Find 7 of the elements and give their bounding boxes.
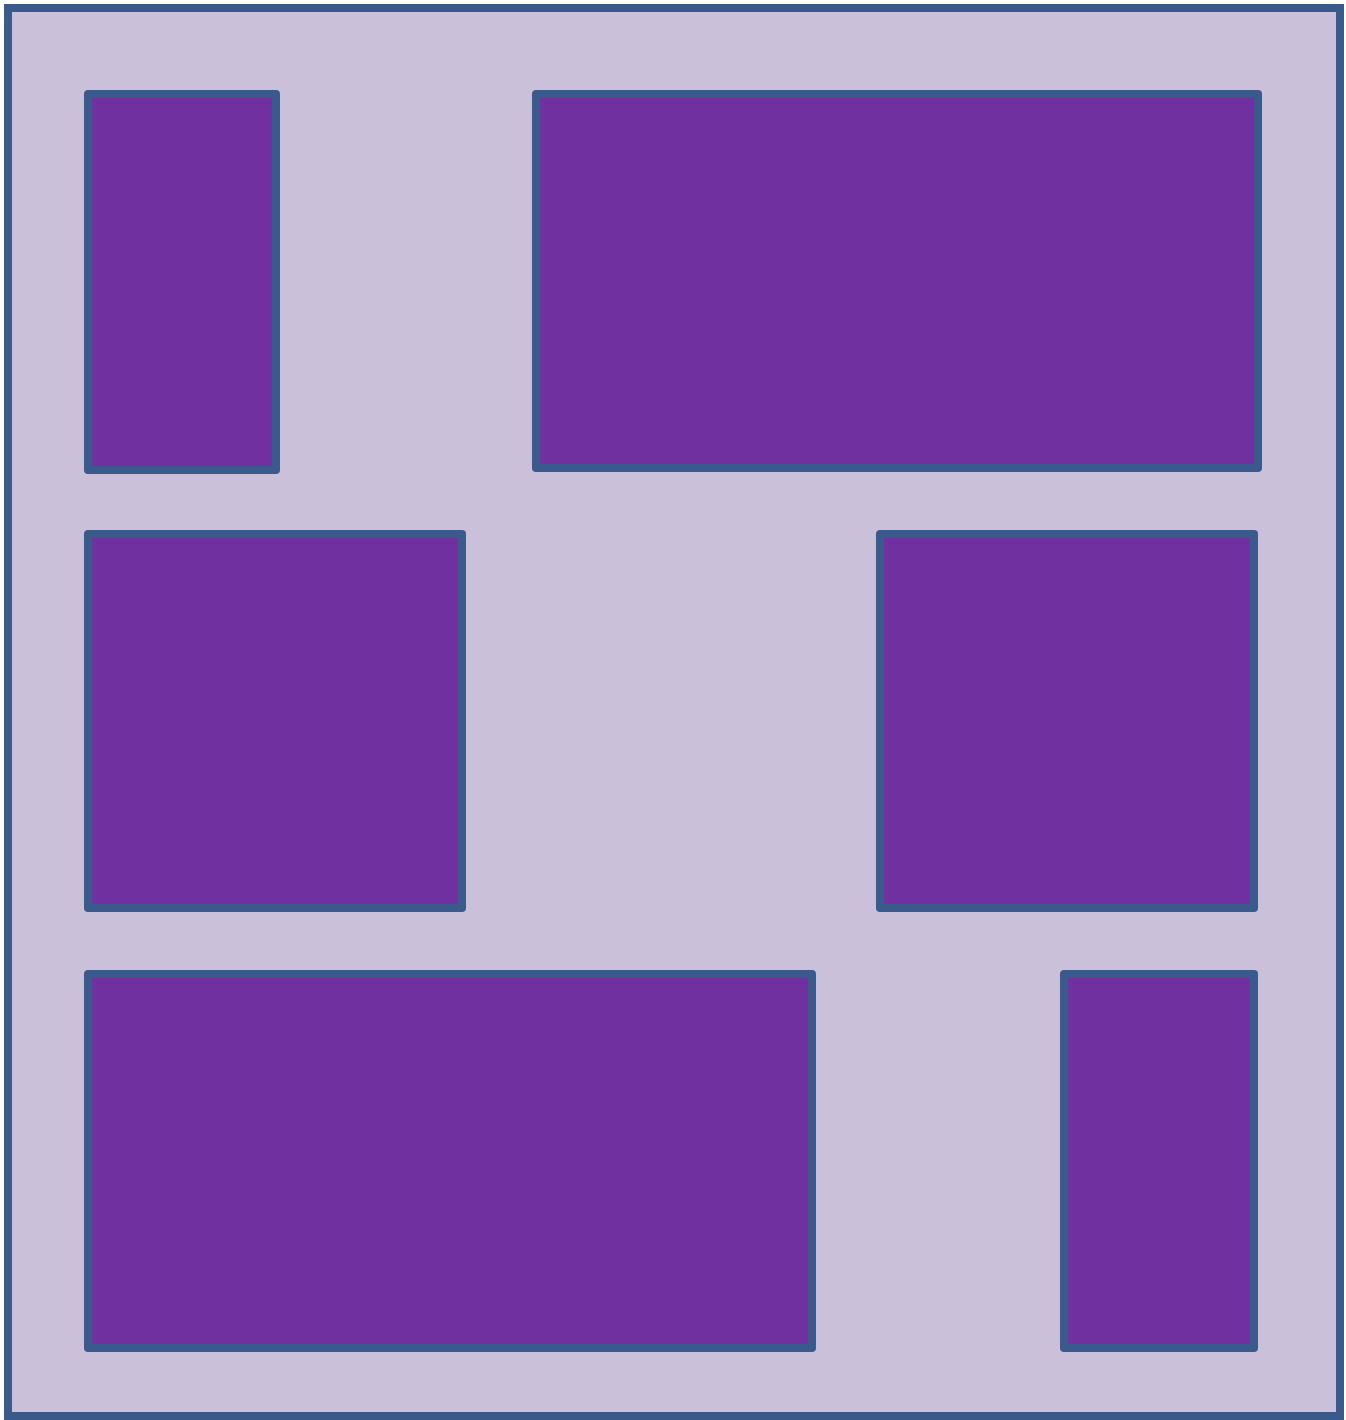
filled-box bbox=[532, 90, 1262, 472]
filled-box bbox=[1060, 970, 1258, 1352]
filled-box bbox=[84, 970, 816, 1352]
filled-box bbox=[84, 90, 280, 474]
outer-panel bbox=[4, 4, 1344, 1420]
filled-box bbox=[876, 530, 1258, 912]
filled-box bbox=[84, 530, 466, 912]
